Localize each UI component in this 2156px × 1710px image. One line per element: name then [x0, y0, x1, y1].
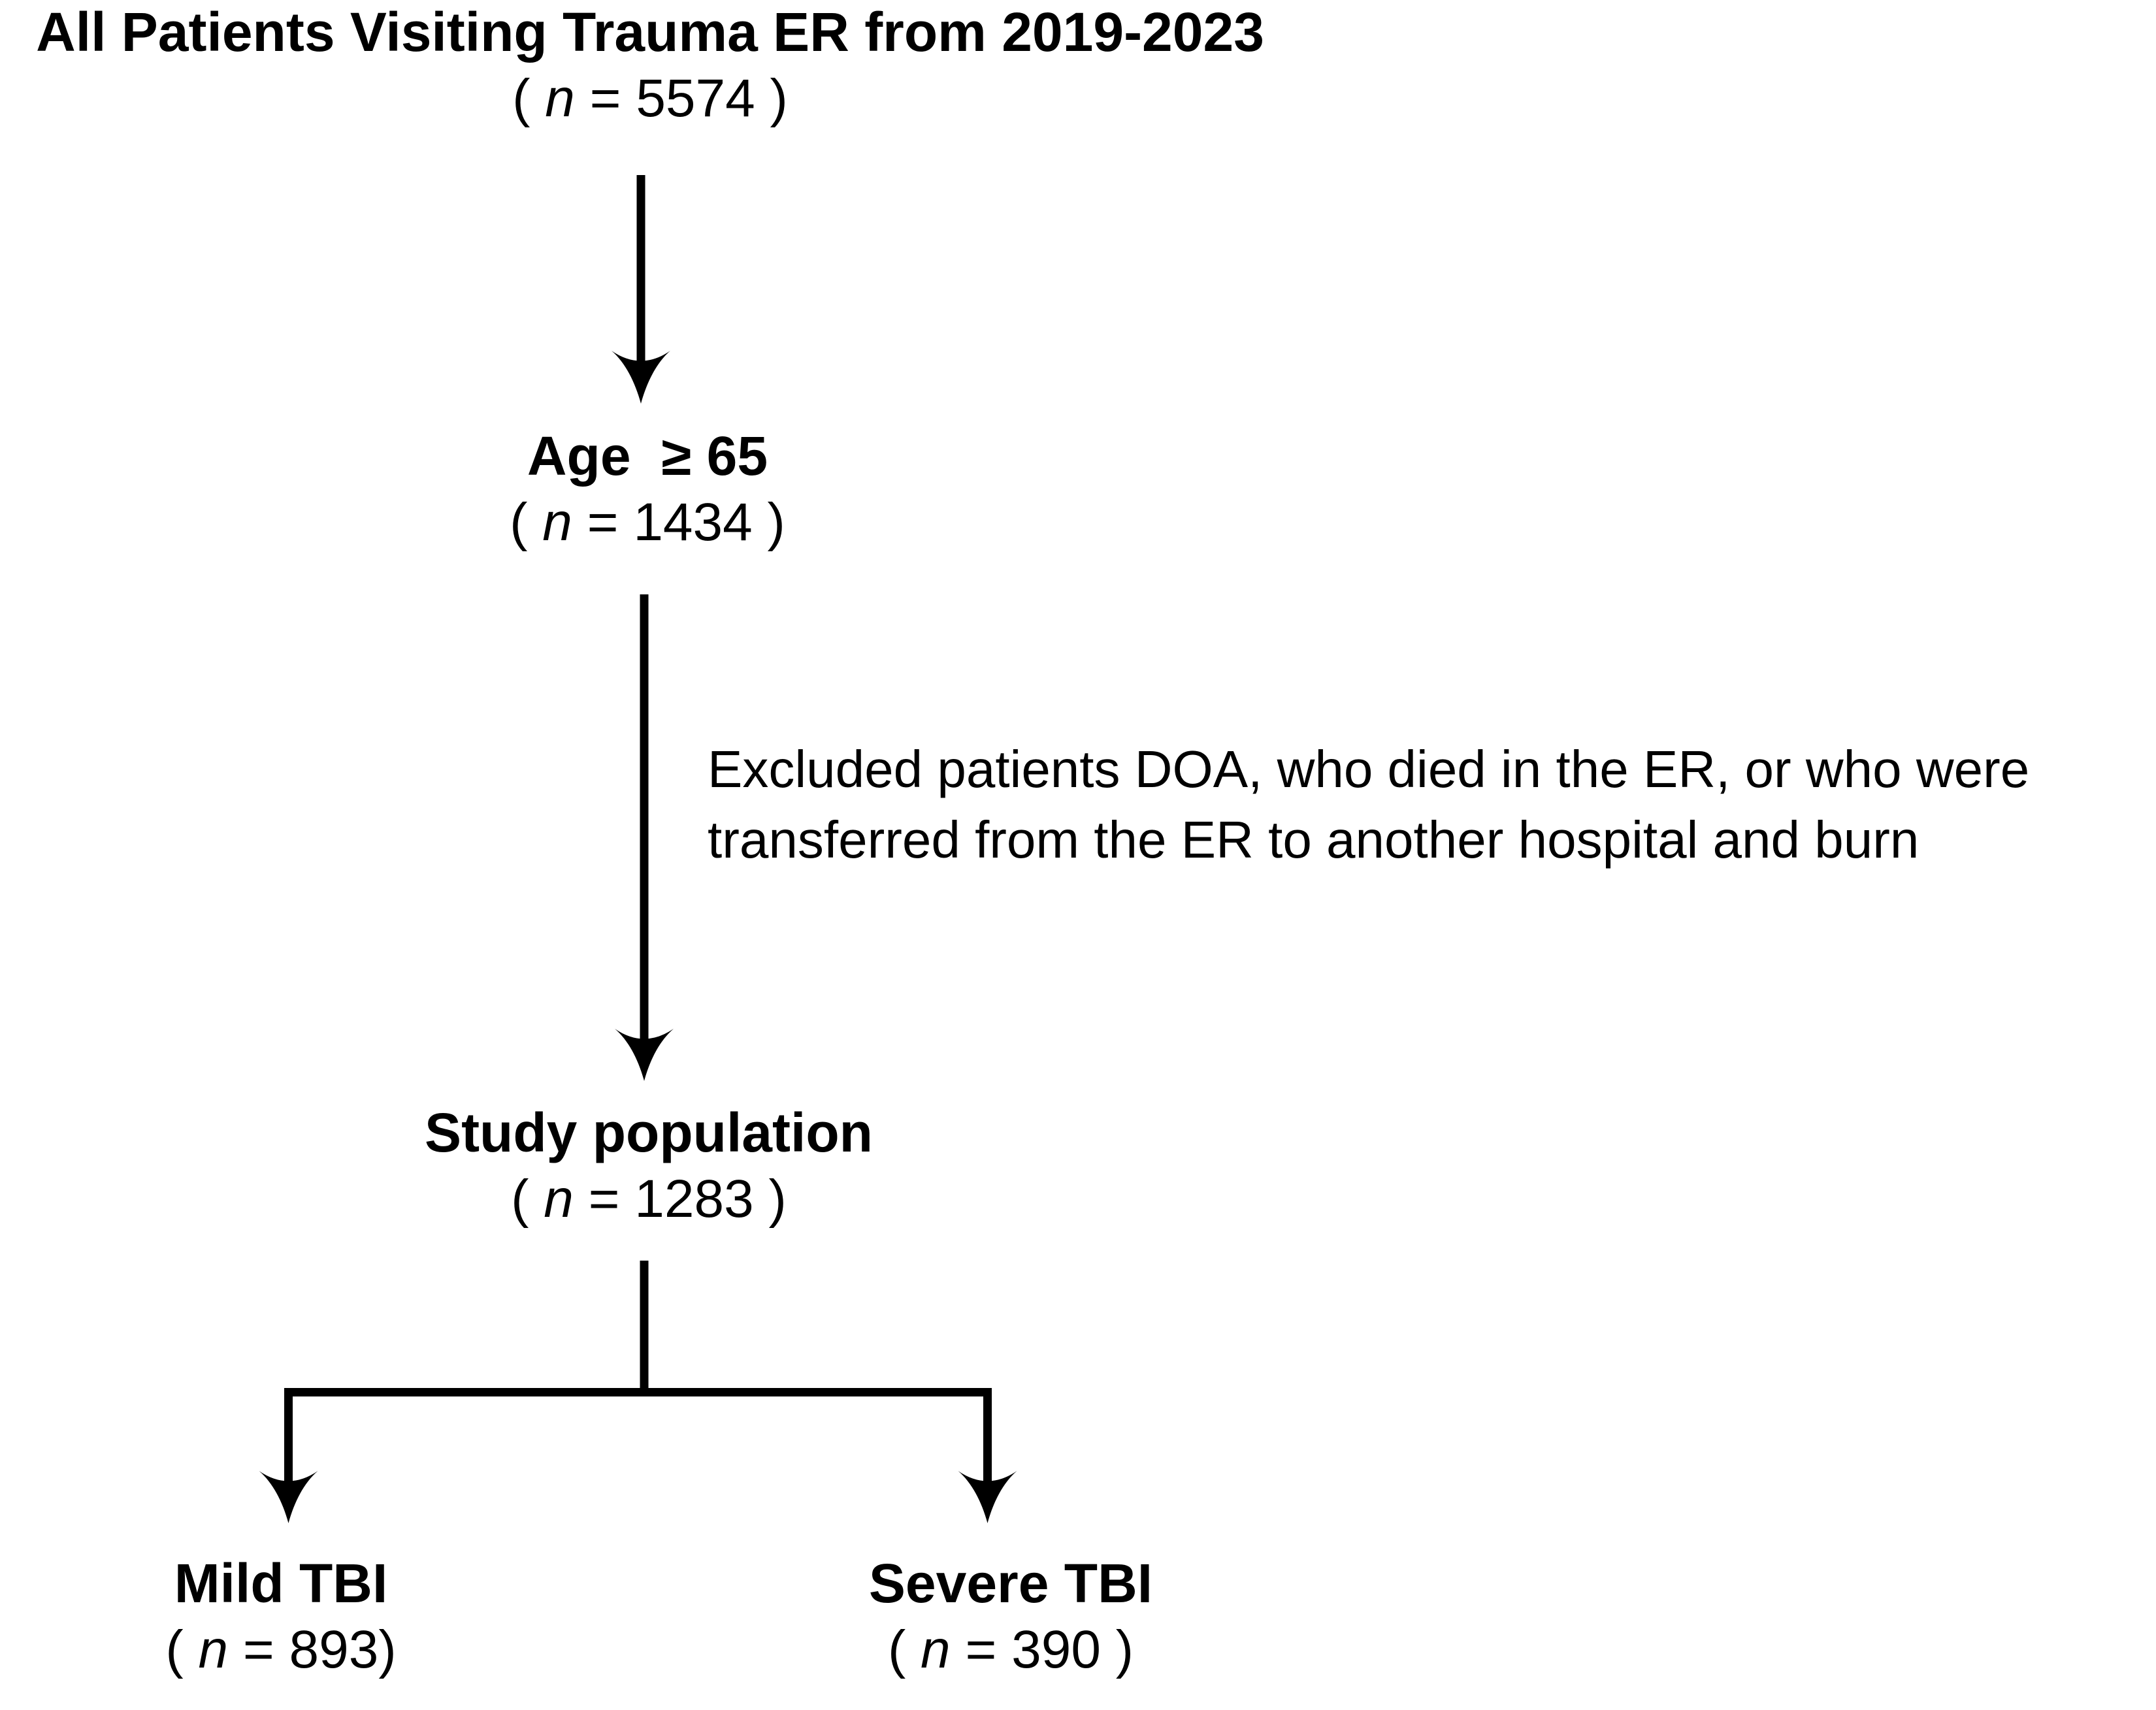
- node-mild-tbi-title: Mild TBI: [174, 1553, 388, 1614]
- node-age-65: Age ≥ 65 ( n = 1434 ): [510, 423, 785, 556]
- node-severe-tbi-count: ( n = 390 ): [869, 1617, 1152, 1683]
- count-value: = 390 ): [950, 1620, 1134, 1679]
- count-value: = 1434 ): [572, 492, 785, 552]
- node-age-65-count: ( n = 1434 ): [510, 489, 785, 556]
- branch-connector: [259, 1261, 1017, 1523]
- node-study-population-title: Study population: [425, 1102, 873, 1163]
- count-open: (: [165, 1620, 199, 1679]
- count-n-symbol: n: [545, 69, 575, 128]
- arrow-down-icon-to-severe: [958, 1471, 1017, 1523]
- node-severe-tbi-title: Severe TBI: [868, 1553, 1153, 1614]
- count-value: = 5574 ): [574, 69, 788, 128]
- count-n-symbol: n: [544, 1169, 574, 1229]
- count-open: (: [512, 69, 546, 128]
- node-severe-tbi: Severe TBI ( n = 390 ): [869, 1550, 1152, 1683]
- count-open: (: [511, 1169, 544, 1229]
- exclusion-note: Excluded patients DOA, who died in the E…: [708, 734, 2029, 875]
- count-n-symbol: n: [921, 1620, 951, 1679]
- exclusion-note-line1: Excluded patients DOA, who died in the E…: [708, 740, 2030, 798]
- arrow-down-icon-total-to-age: [612, 175, 670, 404]
- arrow-down-icon-to-mild: [259, 1471, 318, 1523]
- count-open: (: [510, 492, 543, 552]
- node-study-population-count: ( n = 1283 ): [425, 1166, 873, 1233]
- node-mild-tbi-count: ( n = 893): [165, 1617, 396, 1683]
- count-open: (: [887, 1620, 921, 1679]
- node-mild-tbi: Mild TBI ( n = 893): [165, 1550, 396, 1683]
- count-value: = 893): [228, 1620, 397, 1679]
- arrow-down-icon-age-to-study: [615, 594, 674, 1081]
- count-n-symbol: n: [542, 492, 572, 552]
- count-n-symbol: n: [198, 1620, 229, 1679]
- node-age-65-title: Age ≥ 65: [527, 425, 768, 487]
- node-total-patients: All Patients Visiting Trauma ER from 201…: [36, 0, 1264, 132]
- node-total-patients-title: All Patients Visiting Trauma ER from 201…: [36, 1, 1264, 63]
- node-total-patients-count: ( n = 5574 ): [36, 65, 1264, 132]
- exclusion-note-line2: transferred from the ER to another hospi…: [708, 811, 1919, 869]
- node-study-population: Study population ( n = 1283 ): [425, 1099, 873, 1233]
- count-value: = 1283 ): [573, 1169, 787, 1229]
